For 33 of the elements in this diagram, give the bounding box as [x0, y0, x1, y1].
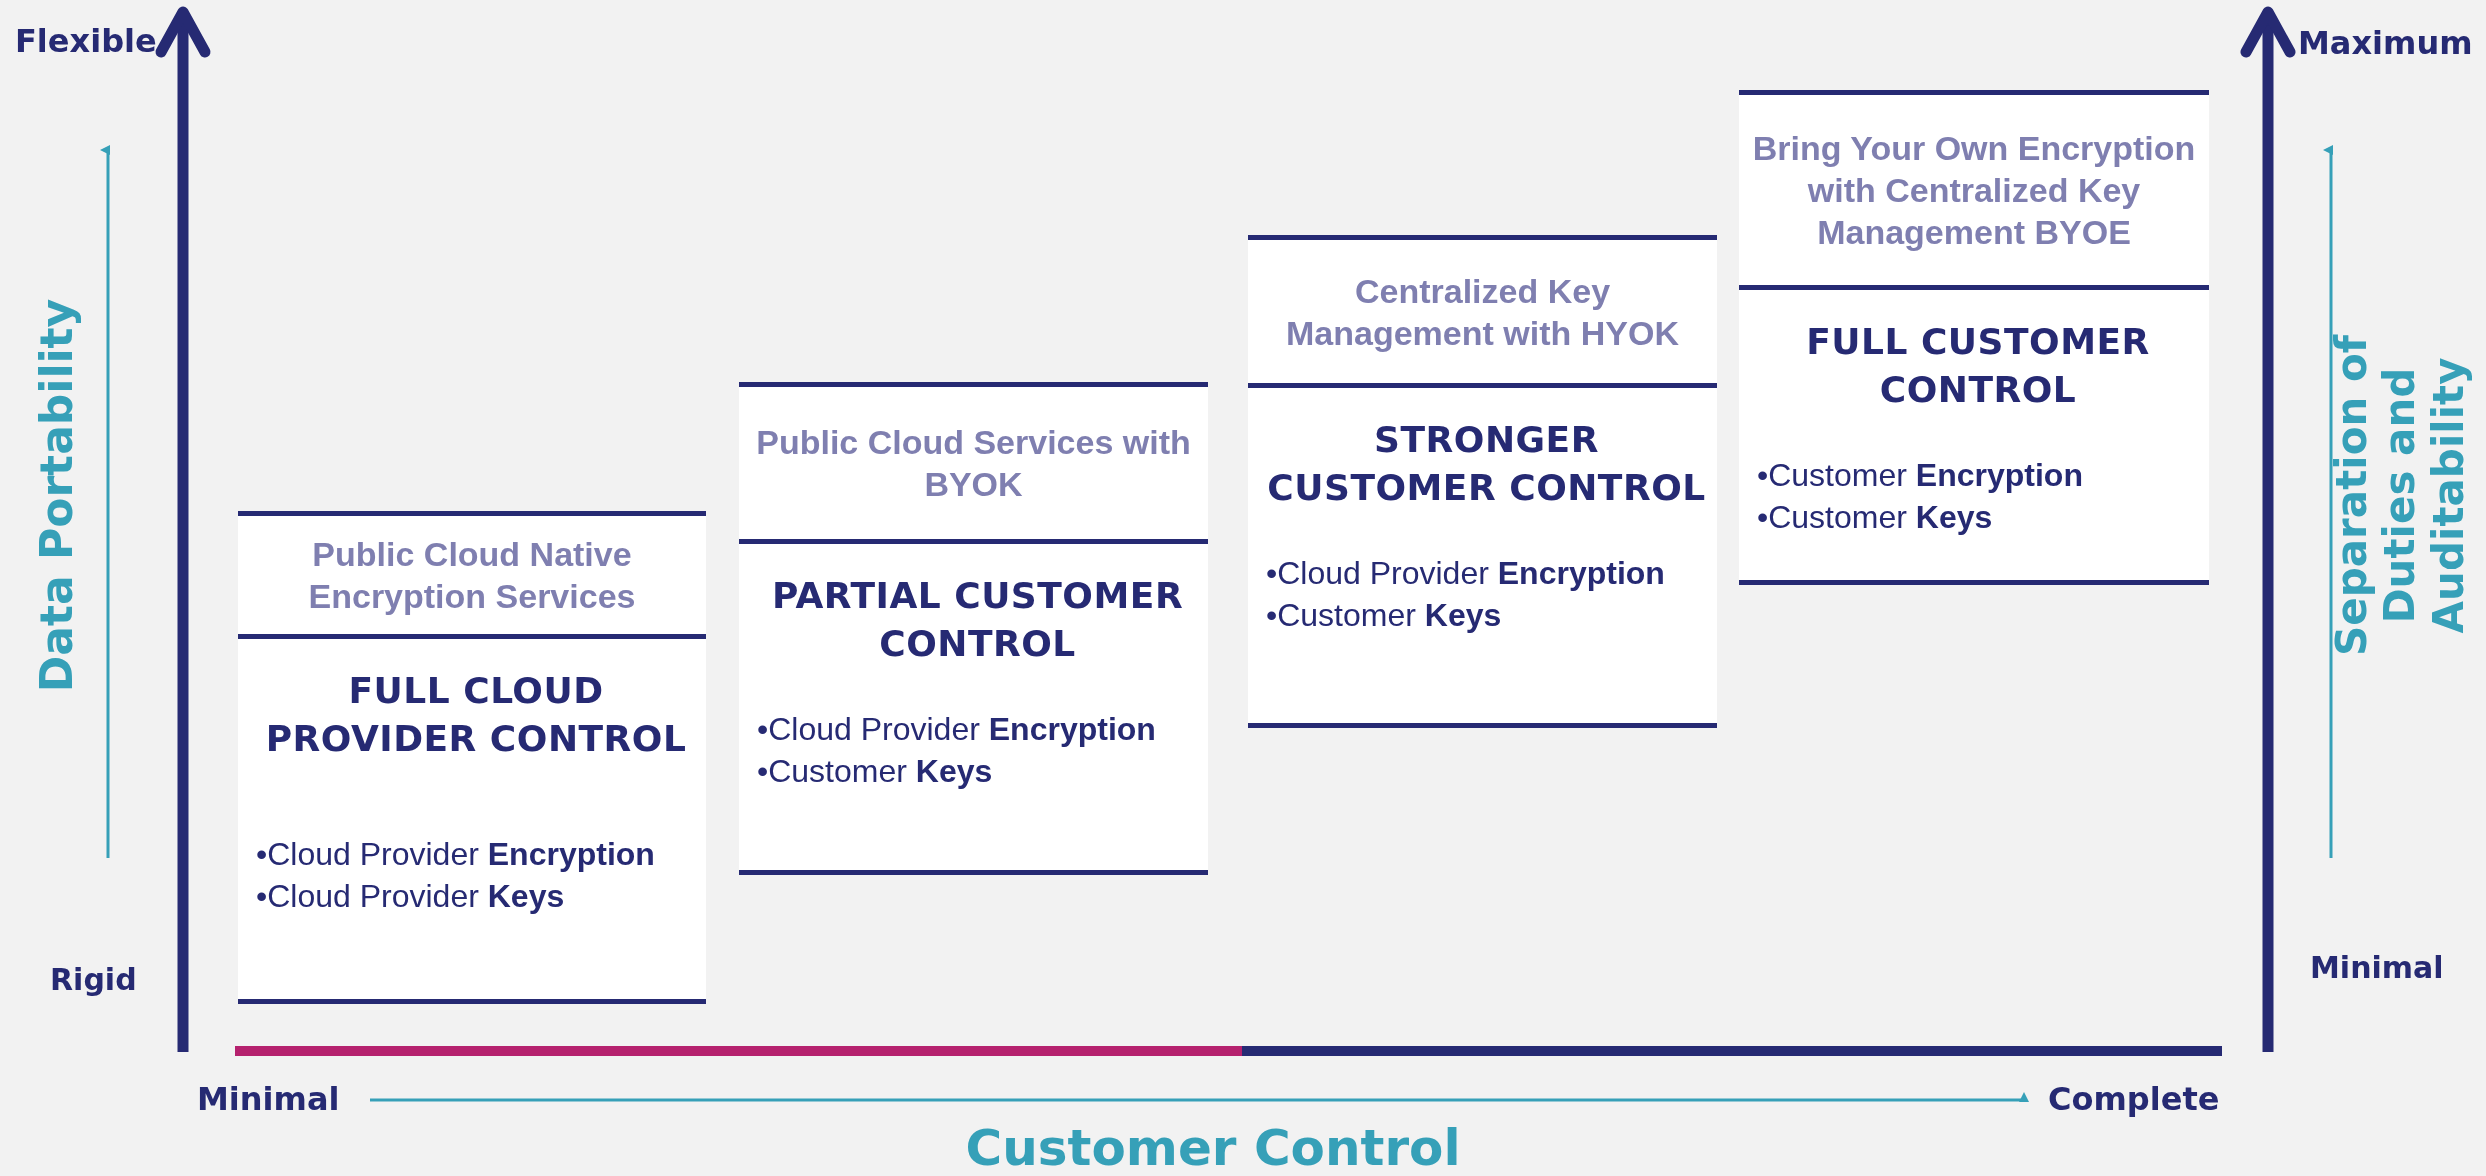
- axis-title: Separation of Duties and Auditability: [2327, 333, 2473, 658]
- bullet-text: •Customer Keys: [1757, 498, 1994, 537]
- title-text: STRONGER CUSTOMER CONTROL: [1266, 418, 1707, 510]
- axis-label: Minimal: [2310, 950, 2444, 985]
- title-text: FULL CUSTOMER CONTROL: [1805, 320, 2151, 412]
- card-body: [238, 639, 706, 1004]
- heading-text: Centralized Key Management with HYOK: [1285, 270, 1680, 354]
- heading-text: Public Cloud Native Encryption Services: [307, 534, 637, 617]
- card-heading: [739, 382, 1208, 544]
- card-body: [739, 544, 1208, 875]
- axis-label: Minimal: [197, 1080, 340, 1118]
- axis-label: Flexible: [15, 22, 157, 60]
- axis-title: Data Portability: [31, 298, 83, 692]
- card-body: [1739, 290, 2209, 585]
- bullet-text: •Cloud Provider Encryption: [757, 710, 1157, 749]
- bullet-text: •Cloud Provider Encryption: [1266, 554, 1666, 593]
- bullet-text: •Customer Encryption: [1757, 456, 2084, 495]
- title-text: PARTIAL CUSTOMER CONTROL: [770, 574, 1185, 666]
- bullet-text: •Cloud Provider Encryption: [256, 835, 656, 874]
- heading-text: Bring Your Own Encryption with Centralized Key Management BYOE: [1751, 128, 2197, 253]
- title-text: FULL CLOUD PROVIDER CONTROL: [264, 669, 688, 761]
- card-heading: [1248, 235, 1717, 388]
- axis-label: Maximum: [2298, 24, 2473, 62]
- axis-label: Rigid: [50, 962, 137, 997]
- axis-title: Customer Control: [965, 1119, 1461, 1176]
- axis-label: Complete: [2048, 1080, 2220, 1118]
- card-heading: [238, 511, 706, 639]
- heading-text: Public Cloud Services with BYOK: [755, 422, 1192, 505]
- bullet-text: •Cloud Provider Keys: [256, 877, 566, 916]
- bullet-text: •Customer Keys: [757, 752, 994, 791]
- card-body: [1248, 388, 1717, 728]
- bullet-text: •Customer Keys: [1266, 596, 1503, 635]
- card-heading: [1739, 90, 2209, 290]
